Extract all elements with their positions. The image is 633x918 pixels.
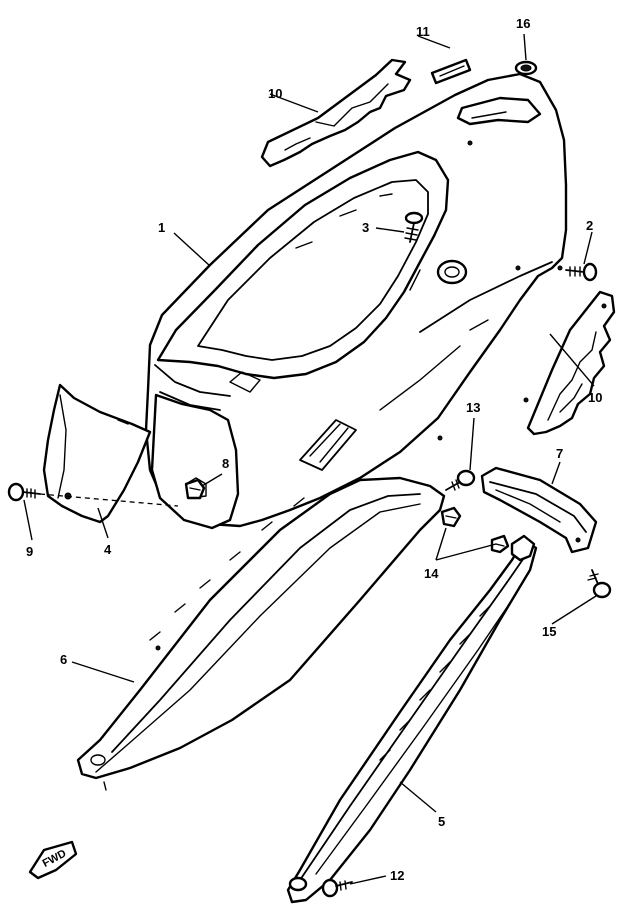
part-11-strip	[430, 58, 472, 85]
callout-2: 2	[586, 218, 593, 233]
callout-12: 12	[390, 868, 404, 883]
callout-numbers: 1 2 3 4 5 6 7 8 9 10 10 11 12 13 14 15 1…	[26, 16, 602, 883]
callout-10-right: 10	[588, 390, 602, 405]
callout-1: 1	[158, 220, 165, 235]
part-15-screw	[587, 569, 612, 599]
part-16-grommet	[514, 60, 538, 76]
callout-16: 16	[516, 16, 530, 31]
forward-arrow-icon	[28, 840, 78, 880]
part-9-screw	[7, 482, 41, 502]
callout-6: 6	[60, 652, 67, 667]
part-4-inner-cover	[42, 383, 152, 524]
part-3-screw	[404, 211, 424, 243]
callout-13: 13	[466, 400, 480, 415]
part-13-screw	[445, 469, 476, 491]
callout-11: 11	[416, 24, 430, 39]
callout-8: 8	[222, 456, 229, 471]
leader-lines	[23, 33, 597, 885]
part-14-clips	[440, 506, 510, 554]
callout-15: 15	[542, 624, 556, 639]
callout-3: 3	[362, 220, 369, 235]
part-7-rear-rail	[480, 466, 598, 554]
part-12-screw	[321, 878, 353, 898]
part-8-clip	[184, 478, 206, 500]
part-2-screw	[565, 262, 598, 282]
fwd-direction-badge: FWD	[28, 840, 78, 880]
callout-10-upper: 10	[268, 86, 282, 101]
callout-14: 14	[424, 566, 439, 581]
part-1-body-cover	[144, 72, 568, 530]
callout-7: 7	[556, 446, 563, 461]
callout-4: 4	[104, 542, 112, 557]
part-5-side-cover	[286, 534, 538, 904]
part-10-right-pad	[523, 290, 616, 436]
part-6-side-cover	[76, 476, 446, 791]
callout-9: 9	[26, 544, 33, 559]
part-10-upper-pad	[260, 58, 412, 168]
callout-5: 5	[438, 814, 445, 829]
